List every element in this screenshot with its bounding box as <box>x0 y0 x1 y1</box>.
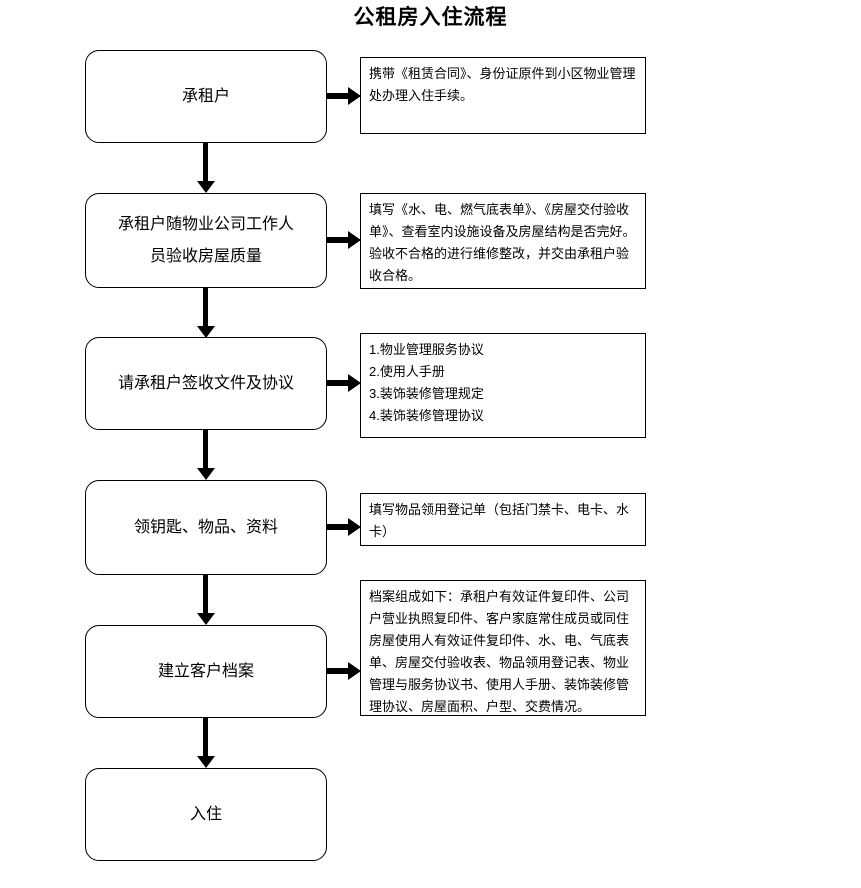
note-box-4: 填写物品领用登记单（包括门禁卡、电卡、水卡） <box>360 493 646 546</box>
arrow-node-4-to-node-5 <box>197 575 215 625</box>
process-node-5: 建立客户档案 <box>85 625 327 718</box>
note-box-5: 档案组成如下：承租户有效证件复印件、公司户营业执照复印件、客户家庭常住成员或同住… <box>360 580 646 716</box>
arrow-stem <box>203 430 208 470</box>
process-node-6: 入住 <box>85 768 327 861</box>
arrow-head <box>197 181 215 193</box>
process-node-5-label: 建立客户档案 <box>157 662 254 680</box>
note-box-2: 填写《水、电、燃气底表单》、《房屋交付验收单》、查看室内设施设备及房屋结构是否完… <box>360 193 646 289</box>
arrow-stem <box>203 575 208 615</box>
arrow-stem <box>203 288 208 328</box>
arrow-stem <box>327 93 349 99</box>
process-node-4-label: 领钥匙、物品、资料 <box>133 518 278 536</box>
arrow-stem <box>327 380 349 386</box>
note-box-1-text: 携带《租赁合同》、身份证原件到小区物业管理处办理入住手续。 <box>369 66 636 103</box>
arrow-node-1-to-note-1 <box>327 87 361 105</box>
process-node-1: 承租户 <box>85 50 327 143</box>
arrow-stem <box>327 524 349 530</box>
process-node-3: 请承租户签收文件及协议 <box>85 337 327 430</box>
note-box-4-text: 填写物品领用登记单（包括门禁卡、电卡、水卡） <box>369 502 630 539</box>
arrow-stem <box>327 237 349 243</box>
arrow-head <box>348 662 361 680</box>
arrow-head <box>197 756 215 768</box>
note-box-3-text: 1.物业管理服务协议 2.使用人手册 3.装饰装修管理规定 4.装饰装修管理协议 <box>369 342 484 423</box>
process-node-2-label: 承租户随物业公司工作人 员验收房屋质量 <box>117 215 294 265</box>
arrow-node-5-to-node-6 <box>197 718 215 768</box>
arrow-head <box>348 518 361 536</box>
arrow-node-4-to-note-4 <box>327 518 361 536</box>
arrow-stem <box>203 718 208 758</box>
arrow-head <box>197 468 215 480</box>
note-box-1: 携带《租赁合同》、身份证原件到小区物业管理处办理入住手续。 <box>360 57 646 134</box>
arrow-stem <box>327 668 349 674</box>
note-box-2-text: 填写《水、电、燃气底表单》、《房屋交付验收单》、查看室内设施设备及房屋结构是否完… <box>369 202 636 283</box>
process-node-6-label: 入住 <box>189 805 222 823</box>
note-box-3: 1.物业管理服务协议 2.使用人手册 3.装饰装修管理规定 4.装饰装修管理协议 <box>360 333 646 438</box>
arrow-stem <box>203 143 208 183</box>
arrow-node-3-to-note-3 <box>327 374 361 392</box>
arrow-head <box>348 87 361 105</box>
arrow-node-5-to-note-5 <box>327 662 361 680</box>
arrow-head <box>348 374 361 392</box>
arrow-node-1-to-node-2 <box>197 143 215 193</box>
note-box-5-text: 档案组成如下：承租户有效证件复印件、公司户营业执照复印件、客户家庭常住成员或同住… <box>369 589 630 714</box>
arrow-head <box>197 613 215 625</box>
arrow-node-2-to-node-3 <box>197 288 215 338</box>
process-node-4: 领钥匙、物品、资料 <box>85 480 327 575</box>
page-title: 公租房入住流程 <box>353 6 508 29</box>
arrow-head <box>197 326 215 338</box>
process-node-3-label: 请承租户签收文件及协议 <box>117 374 294 392</box>
arrow-node-3-to-node-4 <box>197 430 215 480</box>
process-node-2: 承租户随物业公司工作人 员验收房屋质量 <box>85 193 327 288</box>
process-node-1-label: 承租户 <box>181 87 230 105</box>
arrow-head <box>348 231 361 249</box>
arrow-node-2-to-note-2 <box>327 231 361 249</box>
